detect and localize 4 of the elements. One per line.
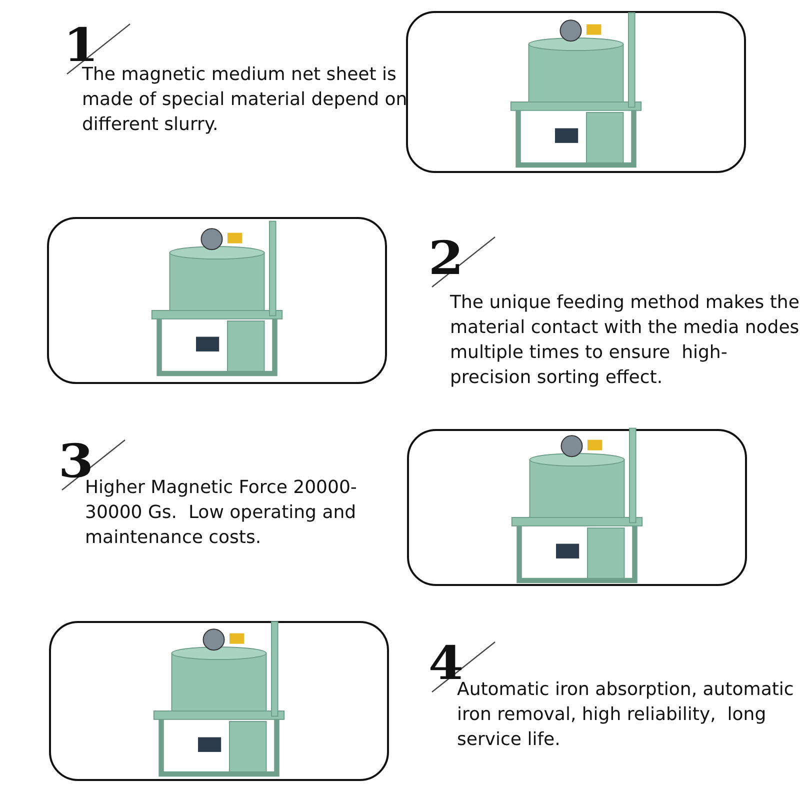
feature-text: The unique feeding method makes the material contact with the media nodes multiple times to ensure high-precision sorting effect. (450, 291, 800, 390)
feature-text: Higher Magnetic Force 20000-30000 Gs. Low operating and maintenance costs. (85, 477, 358, 550)
feature-text: The magnetic medium net sheet is made of special material depend on different slurry. (82, 63, 408, 137)
step-number: 2 (428, 235, 464, 281)
